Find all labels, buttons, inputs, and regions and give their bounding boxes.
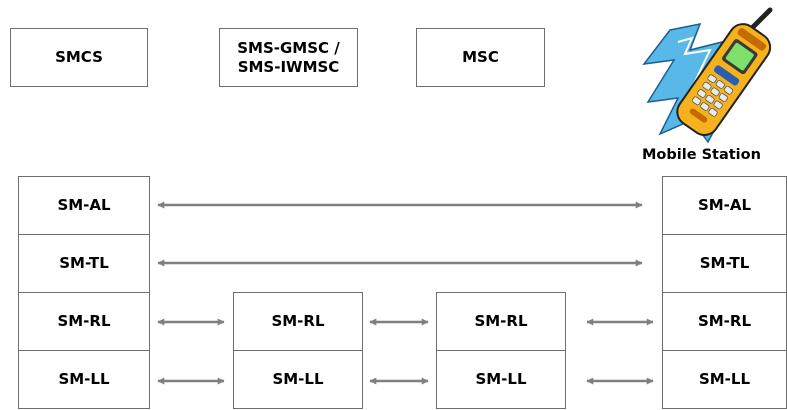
smcs-sm-rl-label: SM-RL [57,312,111,330]
mobile-phone-icon [642,7,773,144]
smcs-sm-al-label: SM-AL [57,196,111,214]
smcs-label: SMCS [55,48,103,66]
msc-label: MSC [462,48,499,66]
smcs-sm-ll-label: SM-LL [58,370,110,388]
ms-sm-tl-label: SM-TL [699,254,750,272]
gmsc-label-line2: SMS-IWMSC [237,57,340,76]
ms-sm-tl-box: SM-TL [662,234,787,293]
smcs-sm-rl-box: SM-RL [18,292,150,351]
msc-sm-rl-box: SM-RL [436,292,566,351]
msc-box: MSC [416,28,545,87]
smcs-sm-ll-box: SM-LL [18,350,150,409]
smcs-sm-tl-box: SM-TL [18,234,150,293]
msc-sm-ll-label: SM-LL [475,370,527,388]
gmsc-box: SMS-GMSC / SMS-IWMSC [219,28,358,87]
gmsc-sm-ll-box: SM-LL [233,350,363,409]
gmsc-sm-ll-label: SM-LL [272,370,324,388]
mobile-station-label: Mobile Station [642,147,761,163]
gmsc-label-line1: SMS-GMSC / [237,38,340,57]
msc-sm-rl-label: SM-RL [474,312,528,330]
ms-sm-al-box: SM-AL [662,176,787,235]
gmsc-sm-rl-label: SM-RL [271,312,325,330]
smcs-sm-tl-label: SM-TL [59,254,109,272]
ms-sm-ll-box: SM-LL [662,350,787,409]
ms-sm-ll-label: SM-LL [698,370,751,388]
msc-sm-ll-box: SM-LL [436,350,566,409]
ms-sm-rl-label: SM-RL [697,312,752,330]
smcs-box: SMCS [10,28,148,87]
ms-sm-al-label: SM-AL [697,196,752,214]
smcs-sm-al-box: SM-AL [18,176,150,235]
